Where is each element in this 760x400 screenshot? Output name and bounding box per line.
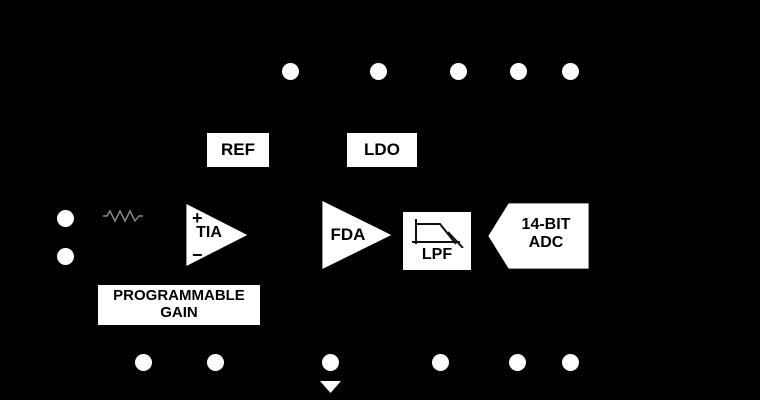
fda-amplifier[interactable]: FDA (322, 201, 391, 269)
tia-plus-sign: + (192, 208, 203, 228)
programmable-gain-block[interactable]: PROGRAMMABLE GAIN (98, 285, 260, 325)
bottom-pad-2[interactable] (207, 354, 224, 371)
lowpass-response-icon (410, 218, 464, 248)
lpf-block[interactable]: LPF (403, 212, 471, 270)
programmable-gain-label-line1: PROGRAMMABLE (113, 287, 245, 305)
programmable-gain-label-line2: GAIN (160, 304, 198, 321)
top-pad-5[interactable] (562, 63, 579, 80)
bottom-pad-4[interactable] (432, 354, 449, 371)
top-pad-4[interactable] (510, 63, 527, 80)
tia-minus-sign: − (192, 245, 203, 265)
tia-amplifier[interactable]: + − TIA (186, 204, 247, 266)
ref-block-label: REF (221, 140, 255, 160)
lpf-label: LPF (421, 246, 453, 264)
input-pad-positive[interactable] (57, 210, 74, 227)
top-pad-1[interactable] (282, 63, 299, 80)
ldo-block[interactable]: LDO (347, 133, 417, 167)
ground-symbol (320, 381, 341, 393)
bottom-pad-5[interactable] (509, 354, 526, 371)
feedback-resistor-icon (103, 209, 143, 223)
top-pad-2[interactable] (370, 63, 387, 80)
ref-block[interactable]: REF (207, 133, 269, 167)
input-pad-negative[interactable] (57, 248, 74, 265)
ldo-block-label: LDO (364, 140, 400, 160)
bottom-pad-3[interactable] (322, 354, 339, 371)
bottom-pad-6[interactable] (562, 354, 579, 371)
bottom-pad-1[interactable] (135, 354, 152, 371)
top-pad-3[interactable] (450, 63, 467, 80)
adc-block[interactable]: 14-BIT ADC (488, 203, 589, 269)
